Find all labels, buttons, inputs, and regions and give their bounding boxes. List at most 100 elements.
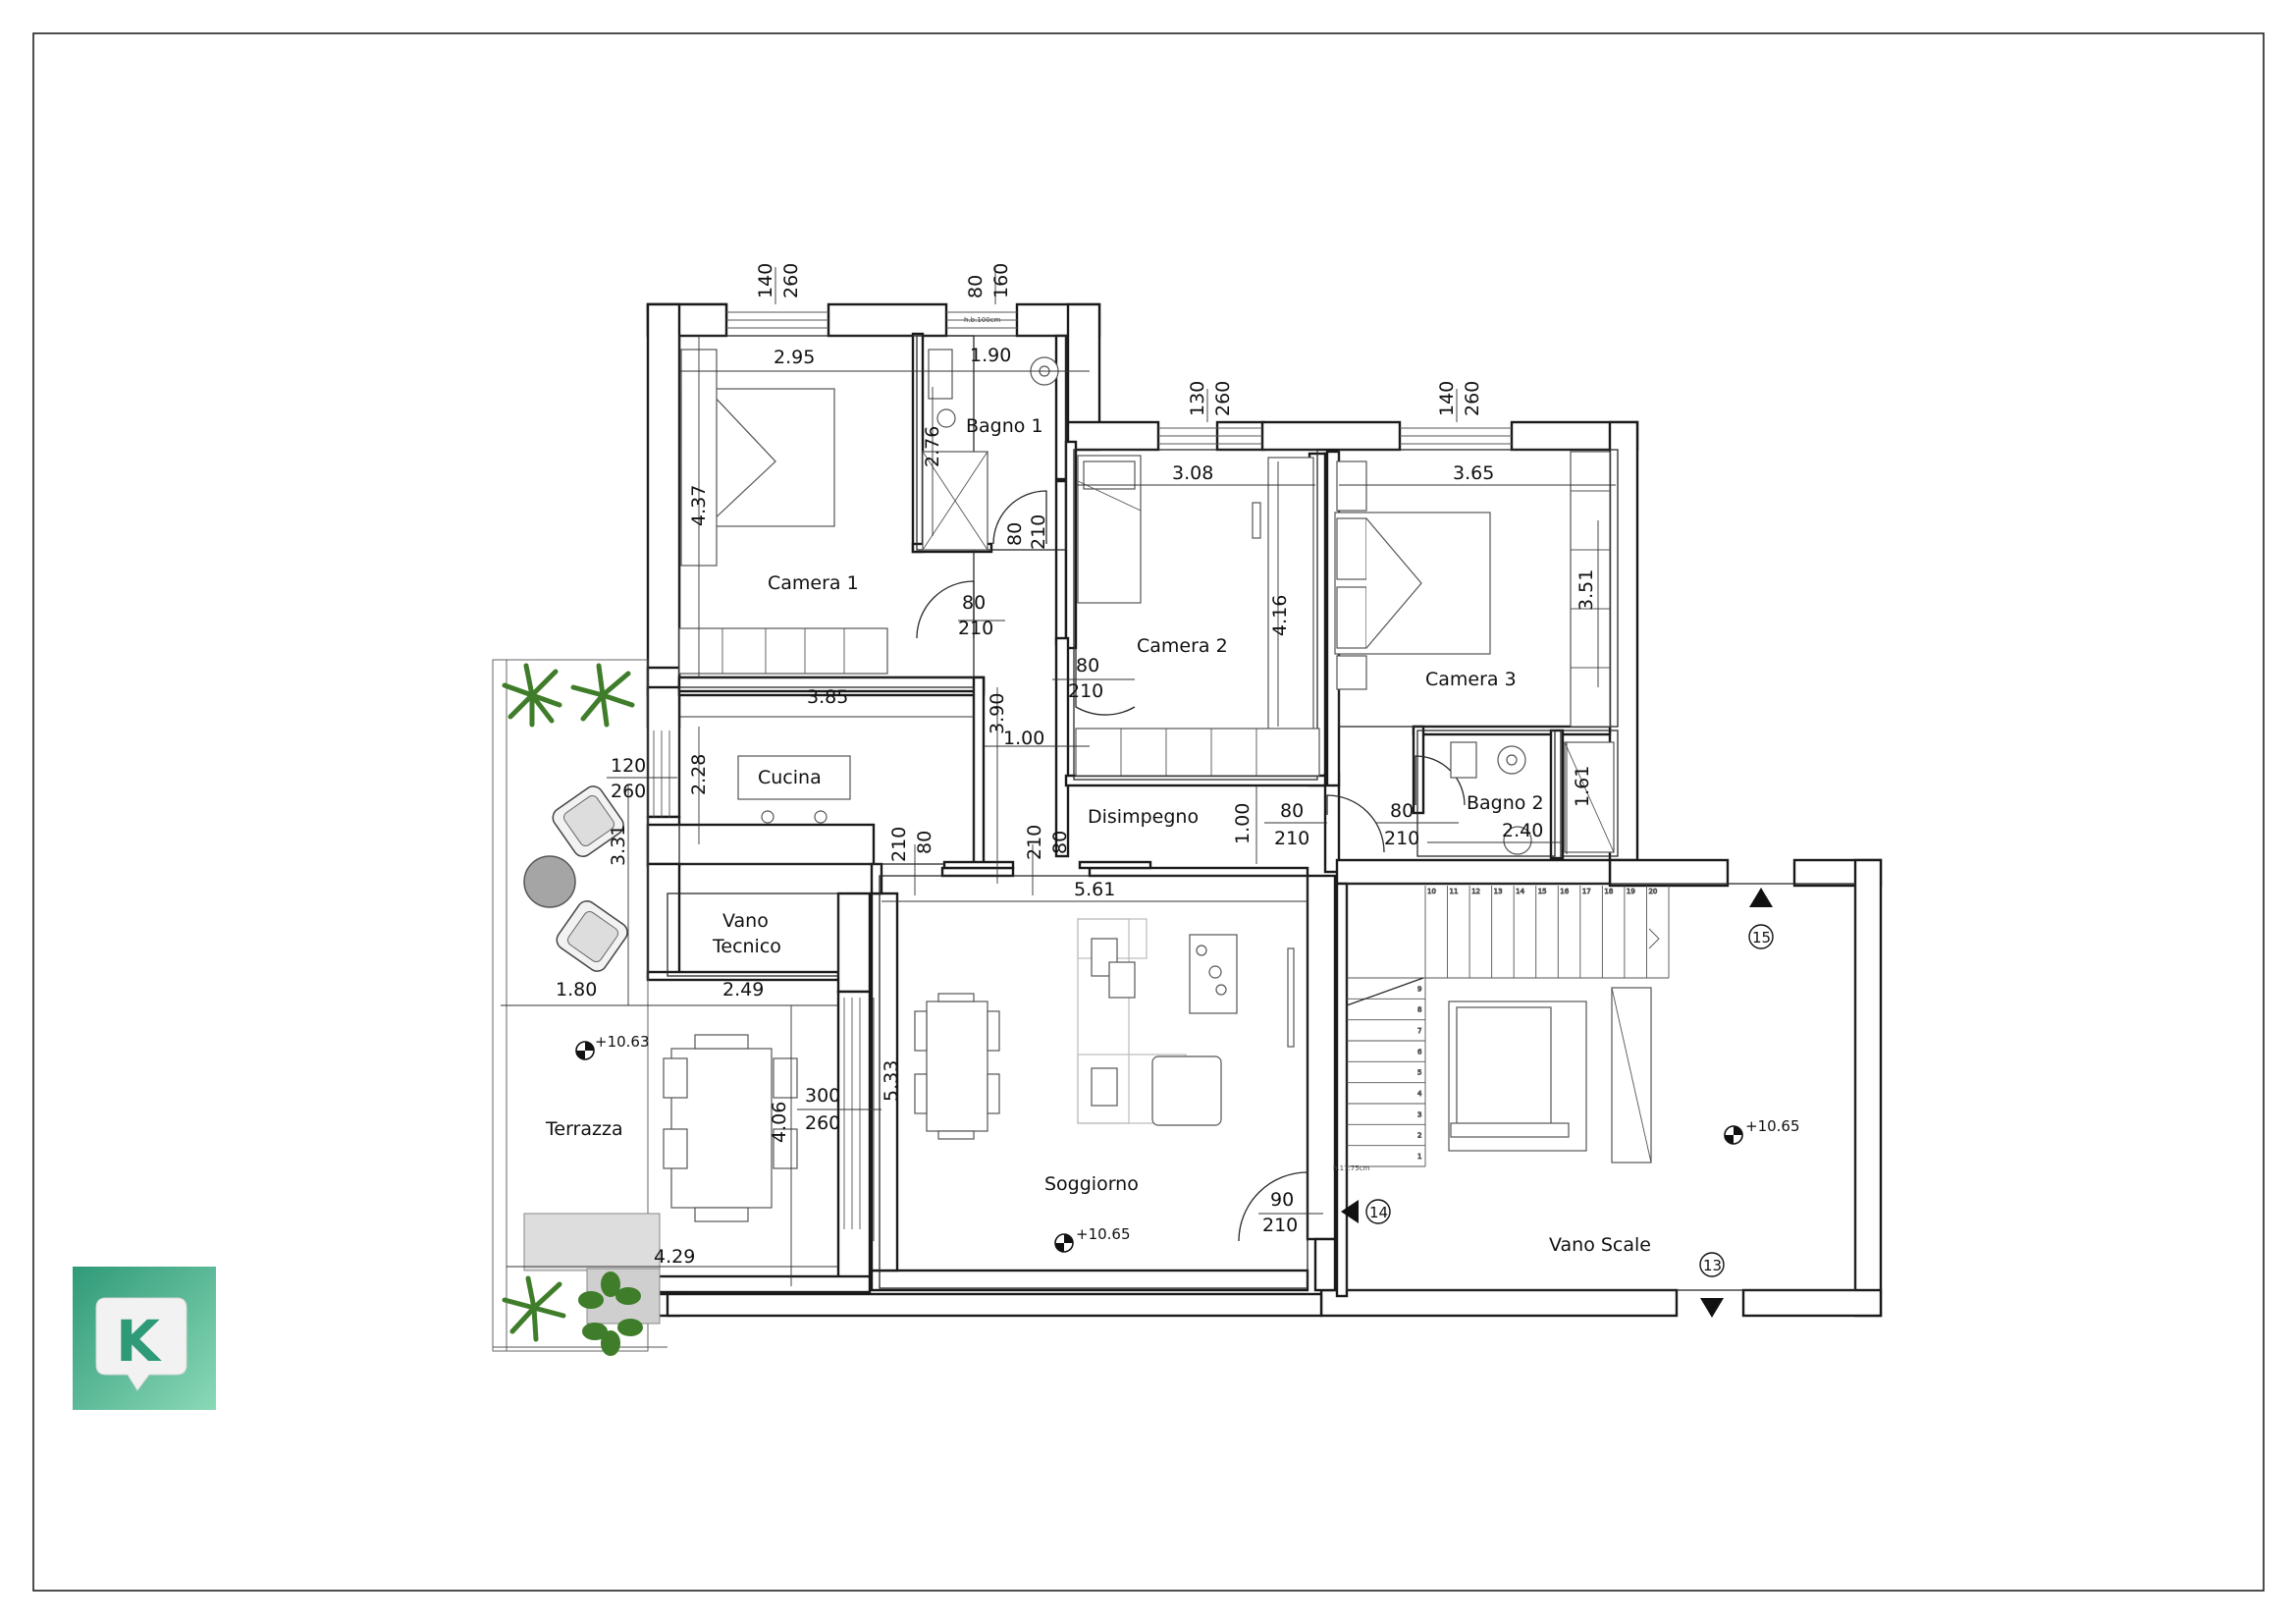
sheet-border [32, 32, 2265, 1592]
room-label-vano-scale: Vano Scale [1549, 1234, 1651, 1256]
door-bagno2-width: 80 [1390, 800, 1414, 822]
room-label-camera-3: Camera 3 [1425, 669, 1517, 690]
stair-step-number: 9 [1417, 985, 1421, 993]
dim-camera2-width: 3.08 [1172, 462, 1213, 484]
svg-text:13: 13 [1703, 1257, 1722, 1274]
room-label-bagno-1: Bagno 1 [966, 415, 1043, 437]
door-bagno1-width: 80 [1004, 522, 1026, 546]
win-cucina-width: 120 [611, 755, 646, 777]
dim-bagno1-height: 2.76 [922, 426, 943, 467]
stair-step-number: 17 [1582, 888, 1591, 895]
door-disimpegno-width: 80 [1049, 831, 1071, 854]
dim-cucina-height: 2.28 [688, 754, 710, 795]
door-camera2-height: 210 [1068, 680, 1103, 702]
svg-text:15: 15 [1752, 929, 1771, 947]
stair-step-number: 16 [1560, 888, 1569, 895]
win-soggiorno-height: 260 [805, 1112, 840, 1134]
stair-step-number: 7 [1417, 1027, 1421, 1035]
win-camera3-height: 260 [1462, 381, 1483, 416]
stair-step-number: 6 [1417, 1048, 1422, 1055]
company-logo: K [73, 1267, 216, 1410]
level-marker-soggiorno: +10.65 [1054, 1225, 1131, 1253]
stair-step-number: 10 [1427, 888, 1436, 895]
dim-terrazza-e: 4.29 [654, 1246, 695, 1268]
svg-text:+10.63: +10.63 [595, 1033, 650, 1051]
stair-step-number: 13 [1494, 888, 1503, 895]
stair-step-number: 1 [1417, 1153, 1421, 1161]
dim-bagno2-height: 1.61 [1572, 766, 1593, 807]
section-marker-13: 13 [1699, 1252, 1725, 1318]
win-camera1-height: 260 [780, 263, 802, 298]
dim-cucina-width: 3.85 [807, 686, 848, 708]
win-bagno1-width: 80 [965, 275, 987, 298]
stair-step-number: 12 [1471, 888, 1480, 895]
dim-terrazza-d: 4.06 [769, 1102, 790, 1143]
stair-step-number: 2 [1417, 1132, 1421, 1140]
room-label-camera-1: Camera 1 [768, 572, 859, 594]
svg-text:+10.65: +10.65 [1076, 1225, 1131, 1243]
win-bagno1-height: 160 [990, 263, 1012, 298]
dim-camera3-width: 3.65 [1453, 462, 1494, 484]
dim-corridor-width: 1.00 [1003, 728, 1044, 749]
stair-step-number: 8 [1417, 1006, 1421, 1014]
level-markers: +10.63 +10.65 +10.65 [575, 1033, 1800, 1253]
stair-step-number: 18 [1604, 888, 1613, 895]
win-cucina-height: 260 [611, 781, 646, 802]
stair-step-number: 19 [1627, 888, 1635, 895]
win-camera1-width: 140 [755, 263, 776, 298]
opening-labels: 140 260 80 160 h.b.100cm 130 260 140 260… [611, 263, 1483, 1236]
door-bagno1-height: 210 [1028, 514, 1049, 550]
section-marker-15: 15 [1748, 888, 1774, 949]
dim-camera1-height: 4.37 [688, 485, 710, 526]
stair-step-number: 3 [1417, 1110, 1421, 1118]
level-marker-vano-scale: +10.65 [1724, 1117, 1800, 1145]
door-ingresso-width: 90 [1270, 1189, 1294, 1211]
dim-terrazza-c: 3.31 [608, 825, 629, 866]
room-label-vano-tecnico-line-2: Tecnico [712, 936, 781, 957]
win-camera2-height: 260 [1212, 381, 1234, 416]
dim-camera1-width: 2.95 [774, 347, 815, 368]
dim-disimpegno-height: 1.00 [1232, 803, 1254, 844]
dim-terrazza-b: 2.49 [722, 979, 764, 1001]
dim-soggiorno-width: 5.61 [1074, 879, 1115, 900]
door-camera1-height: 210 [958, 618, 993, 639]
dim-corridor-height: 3.90 [987, 693, 1008, 734]
win-bagno1-note: h.b.100cm [964, 316, 1001, 324]
room-label-cucina: Cucina [758, 767, 822, 788]
stair-step-number: 15 [1538, 888, 1547, 895]
dim-soggiorno-height: 5.33 [881, 1060, 902, 1102]
room-labels: Camera 1 Bagno 1 Camera 2 Camera 3 Cucin… [545, 415, 1651, 1256]
dim-bagno1-width: 1.90 [970, 345, 1011, 366]
dim-camera2-height: 4.16 [1269, 595, 1291, 636]
room-label-disimpegno: Disimpegno [1088, 806, 1199, 828]
door-ingresso-height: 210 [1262, 1215, 1298, 1236]
door-soggiorno-disimpegno-height: 210 [1274, 828, 1309, 849]
section-marker-14: 14 [1341, 1199, 1391, 1224]
dim-bagno2-width: 2.40 [1502, 820, 1543, 841]
room-label-terrazza: Terrazza [545, 1118, 623, 1140]
stair-step-number: 5 [1417, 1069, 1421, 1077]
stair-step-number: 4 [1417, 1090, 1422, 1098]
door-cucina-height: 210 [888, 827, 910, 862]
win-camera3-width: 140 [1436, 381, 1458, 416]
stair-step-number: 14 [1516, 888, 1524, 895]
room-label-soggiorno: Soggiorno [1044, 1173, 1139, 1195]
win-camera2-width: 130 [1187, 381, 1208, 416]
svg-text:+10.65: +10.65 [1745, 1117, 1800, 1135]
logo-letter: K [116, 1308, 162, 1375]
section-markers: 14 15 13 [1341, 888, 1774, 1318]
door-disimpegno-height: 210 [1024, 825, 1045, 860]
dim-camera3-height: 3.51 [1575, 569, 1597, 611]
dimension-labels: 2.95 4.37 1.90 2.76 3.08 4.16 3.65 3.51 … [556, 345, 1597, 1268]
dimension-lines [501, 267, 1616, 1286]
door-soggiorno-disimpegno-width: 80 [1280, 800, 1304, 822]
room-label-camera-2: Camera 2 [1137, 635, 1228, 657]
walls [646, 302, 1883, 1318]
level-marker-terrazza: +10.63 [575, 1033, 650, 1060]
win-soggiorno-width: 300 [805, 1085, 840, 1107]
door-cucina-width: 80 [914, 831, 935, 854]
svg-text:14: 14 [1369, 1204, 1388, 1221]
stair-step-number: 11 [1450, 888, 1459, 895]
door-camera2-width: 80 [1076, 655, 1099, 676]
